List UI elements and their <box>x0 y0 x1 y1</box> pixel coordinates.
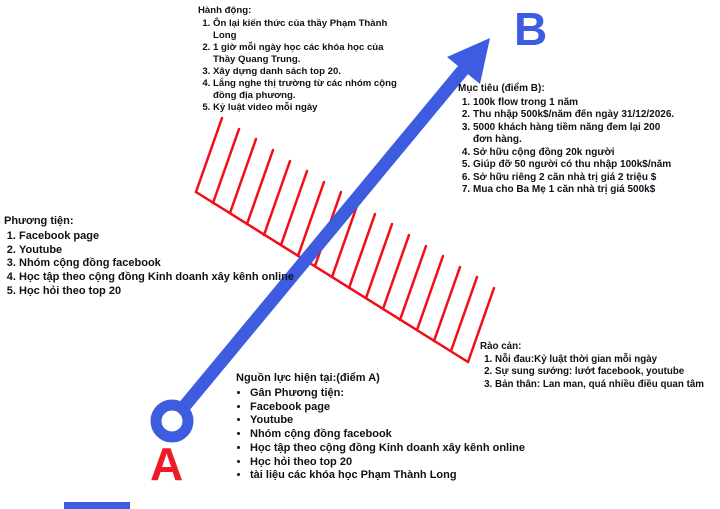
section-actions-title: Hành động: <box>198 5 252 16</box>
list-item: Gân Phương tiện: <box>250 387 538 401</box>
section-resources-title: Nguồn lực hiện tại:(điểm A) <box>236 372 380 384</box>
list-item: Sở hữu riêng 2 căn nhà trị giá 2 triệu $ <box>473 172 682 185</box>
list-item: Thu nhập 500k$/năm đến ngày 31/12/2026. <box>473 109 682 122</box>
list-item: Sở hữu cộng đồng 20k người <box>473 147 682 160</box>
list-item: Nỗi đau:Kỷ luật thời gian mỗi ngày <box>495 354 720 366</box>
list-item: Facebook page <box>250 401 538 415</box>
means-list: Facebook pageYoutubeNhóm cộng đồng faceb… <box>4 230 340 299</box>
section-barriers: Rào cản: Nỗi đau:Kỷ luật thời gian mỗi n… <box>480 341 720 391</box>
list-item: Học tập theo cộng đồng Kinh doanh xây kê… <box>250 442 538 456</box>
section-goals: Mục tiêu (điểm B): 100k flow trong 1 năm… <box>458 83 682 197</box>
list-item: Học hỏi theo top 20 <box>250 456 538 470</box>
list-item: Sự sung sướng: lướt facebook, youtube <box>495 366 720 378</box>
list-item: Học tập theo cộng đồng Kinh doanh xây kê… <box>19 271 340 285</box>
list-item: Lắng nghe thị trường từ các nhóm cộng đồ… <box>213 78 402 102</box>
list-item: tài liệu các khóa học Phạm Thành Long <box>250 469 538 483</box>
list-item: 100k flow trong 1 năm <box>473 97 682 110</box>
list-item: 1 giờ mỗi ngày học các khóa học của Thầy… <box>213 42 402 66</box>
goals-list: 100k flow trong 1 nămThu nhập 500k$/năm … <box>458 97 682 197</box>
list-item: Nhóm cộng đồng facebook <box>250 428 538 442</box>
point-b-label: B <box>514 3 548 55</box>
section-actions: Hành động: Ôn lại kiến thức của thầy Phạ… <box>198 5 402 114</box>
list-item: Học hỏi theo top 20 <box>19 285 340 299</box>
point-a-label: A <box>150 438 184 490</box>
list-item: Facebook page <box>19 230 340 244</box>
barriers-list: Nỗi đau:Kỷ luật thời gian mỗi ngàySự sun… <box>480 354 720 391</box>
resources-list: Gân Phương tiện:Facebook pageYoutubeNhóm… <box>236 387 538 483</box>
list-item: Giúp đỡ 50 người có thu nhập 100k$/năm <box>473 159 682 172</box>
section-means-title: Phương tiện: <box>4 215 74 227</box>
section-barriers-title: Rào cản: <box>480 341 522 352</box>
list-item: Bản thân: Lan man, quá nhiều điều quan t… <box>495 379 720 391</box>
list-item: Youtube <box>250 414 538 428</box>
section-means: Phương tiện: Facebook pageYoutubeNhóm cộ… <box>4 215 340 299</box>
list-item: Xây dựng danh sách top 20. <box>213 66 402 78</box>
section-resources: Nguồn lực hiện tại:(điểm A) Gân Phương t… <box>236 372 538 483</box>
list-item: Mua cho Ba Mẹ 1 căn nhà trị giá 500k$ <box>473 184 682 197</box>
bottom-blue-strip <box>64 502 130 509</box>
list-item: Kỷ luật video mỗi ngày <box>213 102 402 114</box>
arrow-head <box>447 38 490 84</box>
list-item: 5000 khách hàng tiềm năng đem lại 200 đơ… <box>473 122 682 147</box>
list-item: Nhóm cộng đồng facebook <box>19 257 340 271</box>
point-a-ring <box>150 399 194 443</box>
list-item: Ôn lại kiến thức của thầy Phạm Thành Lon… <box>213 18 402 42</box>
actions-list: Ôn lại kiến thức của thầy Phạm Thành Lon… <box>198 18 402 114</box>
section-goals-title: Mục tiêu (điểm B): <box>458 83 545 94</box>
list-item: Youtube <box>19 244 340 258</box>
